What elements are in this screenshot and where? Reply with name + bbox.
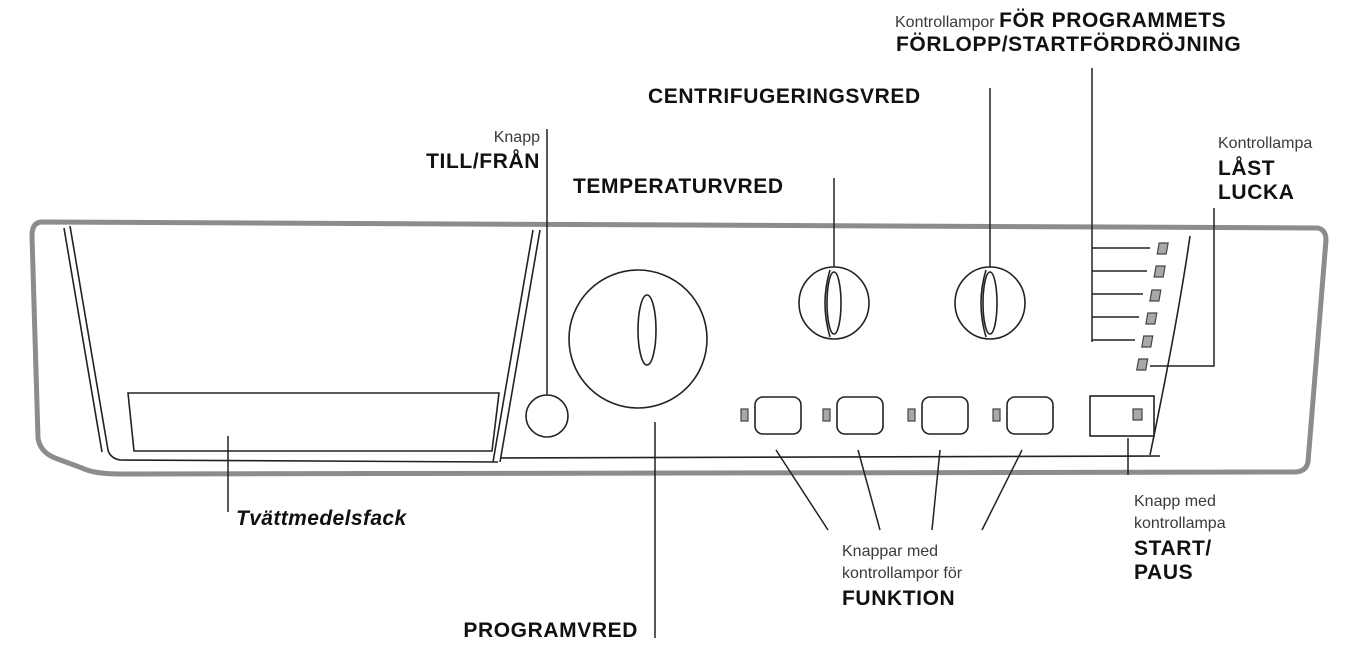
progress-lamp-1 xyxy=(1156,242,1169,255)
label-program-indicators-line1: FÖR PROGRAMMETS xyxy=(999,9,1227,32)
program-progress-lamps xyxy=(1136,242,1169,371)
leader-function-buttons xyxy=(775,449,1023,531)
label-program-indicators: Kontrollampor FÖR PROGRAMMETS xyxy=(895,9,1227,32)
progress-lamp-5 xyxy=(1141,335,1154,348)
function-button-1 xyxy=(754,396,802,435)
function-button-2 xyxy=(836,396,884,435)
label-power-button-bold: TILL/FRÅN xyxy=(426,150,540,173)
label-start-pause-bold1: START/ xyxy=(1134,537,1212,560)
leader-progress-lamps xyxy=(1091,68,1150,342)
detergent-drawer-handle xyxy=(127,392,500,452)
label-program-indicators-line2: FÖRLOPP/STARTFÖRDRÖJNING xyxy=(896,33,1242,56)
progress-lamp-4 xyxy=(1145,312,1158,325)
label-start-pause-line1: Knapp med xyxy=(1134,493,1216,510)
leader-door-lock-lamp xyxy=(1150,208,1215,367)
function-lamp-3 xyxy=(907,408,916,422)
leader-lines xyxy=(227,68,1215,638)
label-door-lock-line1: LÅST xyxy=(1218,157,1276,180)
program-knob xyxy=(568,269,708,409)
progress-lamp-3 xyxy=(1149,289,1162,302)
label-spin-knob: CENTRIFUGERINGSVRED xyxy=(648,85,921,108)
label-door-lock-line2: LUCKA xyxy=(1218,181,1295,204)
label-start-pause-line2: kontrollampa xyxy=(1134,515,1226,532)
label-detergent-drawer: Tvättmedelsfack xyxy=(236,507,407,530)
label-program-knob: PROGRAMVRED xyxy=(463,619,638,642)
label-start-pause-bold2: PAUS xyxy=(1134,561,1194,584)
progress-lamp-2 xyxy=(1153,265,1166,278)
label-function-buttons-line2: kontrollampor för xyxy=(842,565,963,582)
label-function-buttons-line1: Knappar med xyxy=(842,543,939,560)
label-function-buttons-bold: FUNKTION xyxy=(842,587,956,610)
spin-knob xyxy=(954,266,1026,340)
label-program-indicators-prefix: Kontrollampor xyxy=(895,14,995,31)
start-pause-button xyxy=(1089,395,1155,437)
function-lamp-2 xyxy=(822,408,831,422)
function-button-4 xyxy=(1006,396,1054,435)
power-button xyxy=(525,394,569,438)
function-button-3 xyxy=(921,396,969,435)
label-power-button-small: Knapp xyxy=(493,129,540,146)
temperature-knob xyxy=(798,266,870,340)
label-door-lock-small: Kontrollampa xyxy=(1218,135,1313,152)
function-lamp-4 xyxy=(992,408,1001,422)
start-pause-lamp xyxy=(1132,408,1143,421)
label-temperature-knob: TEMPERATURVRED xyxy=(573,175,784,198)
door-lock-lamp xyxy=(1136,358,1149,371)
function-buttons xyxy=(740,396,1054,435)
function-lamp-1 xyxy=(740,408,749,422)
detergent-drawer xyxy=(63,225,1191,463)
